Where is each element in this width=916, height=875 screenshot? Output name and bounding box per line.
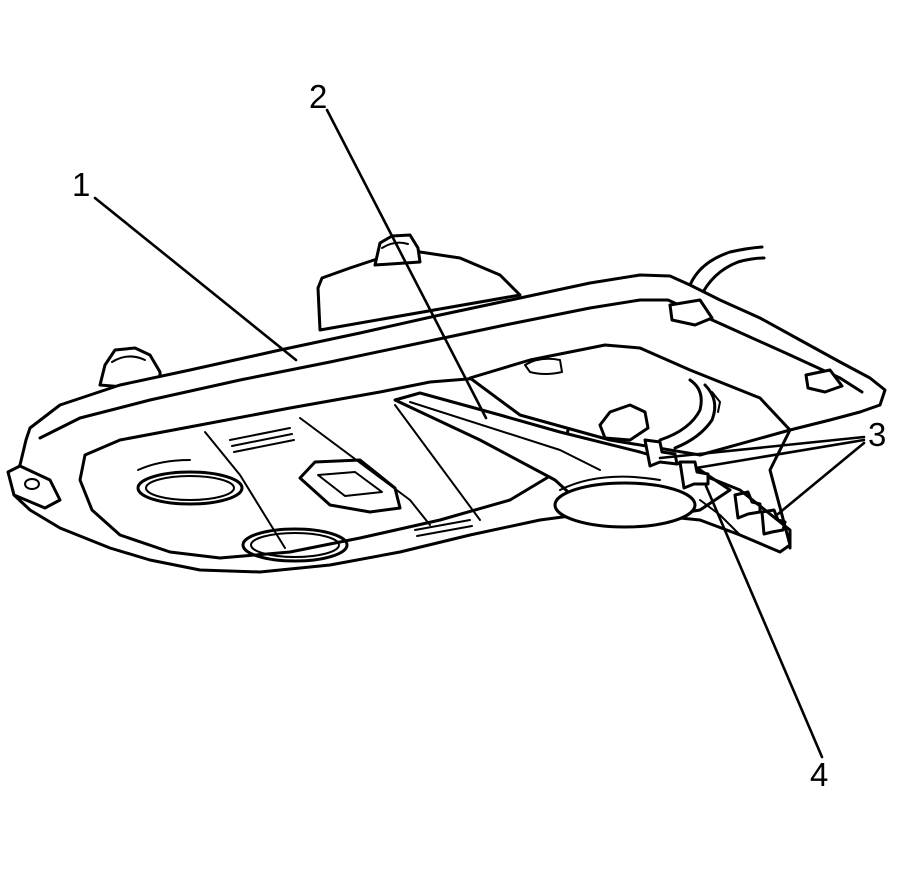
console-interior xyxy=(468,298,844,457)
mounting-tab-left xyxy=(6,464,62,510)
callout-4: 4 xyxy=(810,756,828,793)
leader-3c xyxy=(776,441,866,516)
leader-3b xyxy=(694,438,866,470)
callout-3: 3 xyxy=(868,416,886,453)
callout-labels: 1 2 3 4 xyxy=(72,78,886,793)
callout-2: 2 xyxy=(309,78,327,115)
leader-2 xyxy=(325,108,488,420)
wire-harness xyxy=(688,245,766,300)
leader-4 xyxy=(704,484,824,759)
mounting-flange-right xyxy=(699,476,792,550)
reading-lamp-lens xyxy=(393,391,732,529)
leader-1 xyxy=(93,196,298,362)
leader-3a xyxy=(658,435,866,460)
leader-lines xyxy=(93,108,866,759)
retaining-clips xyxy=(643,438,787,536)
callout-1: 1 xyxy=(72,166,90,203)
